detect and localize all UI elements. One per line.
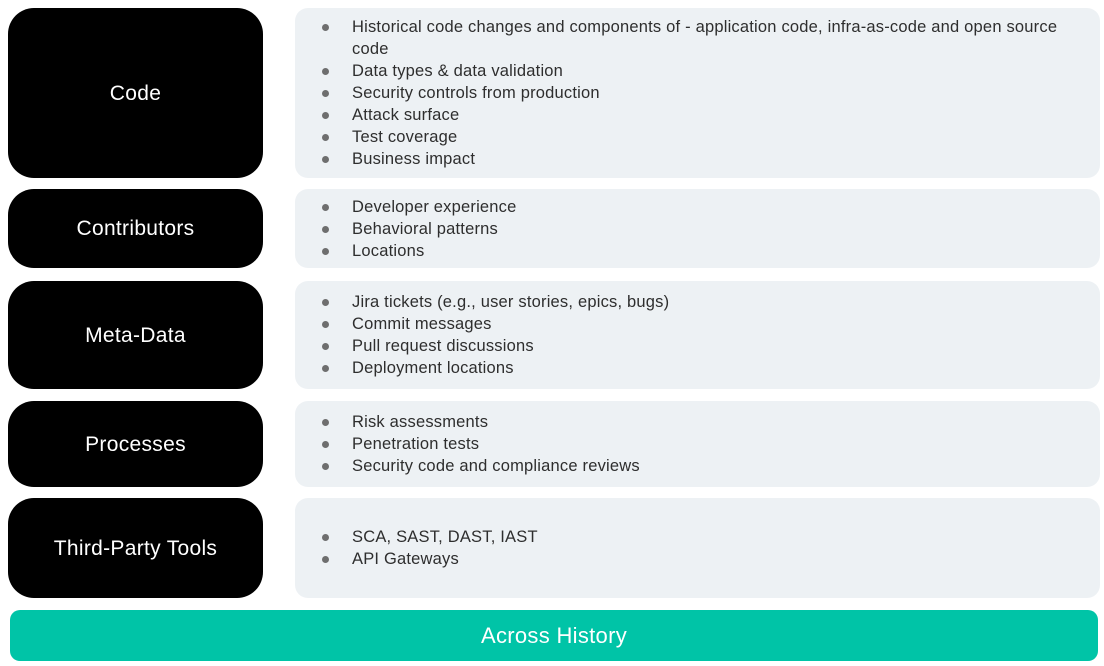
bullet-icon [322, 203, 329, 211]
bullet-icon [322, 343, 329, 350]
bullet-icon [322, 419, 329, 426]
bullet-icon [322, 225, 329, 233]
bullet-icon [322, 247, 329, 255]
bullet-icon [322, 156, 329, 163]
bullet-item: Historical code changes and components o… [322, 16, 1076, 60]
bullet-list: SCA, SAST, DAST, IAST API Gateways [322, 526, 1076, 570]
bullet-item: Behavioral patterns [322, 218, 1076, 240]
bullet-text: Business impact [352, 150, 476, 168]
bullet-icon [322, 534, 329, 541]
bullet-item: Commit messages [322, 313, 1076, 335]
category-label: Processes [85, 432, 186, 456]
bullet-item: Security controls from production [322, 82, 1076, 104]
bullet-text: Pull request discussions [352, 337, 534, 355]
bullet-item: Pull request discussions [322, 335, 1076, 357]
detail-panel-meta-data: Jira tickets (e.g., user stories, epics,… [295, 281, 1100, 389]
bullet-item: Locations [322, 240, 1076, 262]
category-label: Meta-Data [85, 323, 186, 347]
bullet-icon [322, 112, 329, 119]
bullet-item: Test coverage [322, 126, 1076, 148]
category-box-contributors: Contributors [8, 189, 263, 268]
bullet-text: Data types & data validation [352, 62, 564, 80]
category-box-code: Code [8, 8, 263, 178]
bullet-text: Developer experience [352, 197, 517, 216]
across-history-banner: Across History [10, 610, 1098, 661]
category-box-third-party-tools: Third-Party Tools [8, 498, 263, 598]
bullet-icon [322, 68, 329, 75]
bullet-item: Developer experience [322, 196, 1076, 218]
bullet-text: Risk assessments [352, 413, 489, 431]
bullet-icon [322, 321, 329, 328]
row-code: Code Historical code changes and compone… [8, 8, 1100, 178]
bullet-item: API Gateways [322, 548, 1076, 570]
bullet-text: Historical code changes and components o… [352, 18, 1058, 58]
bullet-icon [322, 24, 329, 31]
category-label: Third-Party Tools [53, 536, 218, 560]
bullet-text: Test coverage [352, 128, 458, 146]
bullet-text: API Gateways [352, 550, 459, 568]
row-meta-data: Meta-Data Jira tickets (e.g., user stori… [8, 281, 1100, 389]
bullet-icon [322, 441, 329, 448]
bullet-text: Deployment locations [352, 359, 514, 377]
detail-panel-third-party-tools: SCA, SAST, DAST, IAST API Gateways [295, 498, 1100, 598]
bullet-item: Attack surface [322, 104, 1076, 126]
bullet-icon [322, 463, 329, 470]
category-label: Code [109, 81, 162, 105]
bullet-icon [322, 90, 329, 97]
bullet-text: Jira tickets (e.g., user stories, epics,… [352, 293, 670, 311]
bullet-item: Business impact [322, 148, 1076, 170]
bullet-list: Jira tickets (e.g., user stories, epics,… [322, 291, 1076, 379]
bullet-icon [322, 299, 329, 306]
bullet-text: Security code and compliance reviews [352, 457, 640, 475]
category-box-meta-data: Meta-Data [8, 281, 263, 389]
bullet-item: Data types & data validation [322, 60, 1076, 82]
bullet-item: SCA, SAST, DAST, IAST [322, 526, 1076, 548]
bullet-icon [322, 556, 329, 563]
bullet-item: Penetration tests [322, 433, 1076, 455]
bullet-text: SCA, SAST, DAST, IAST [352, 528, 538, 546]
across-history-label: Across History [481, 622, 627, 648]
bullet-text: Locations [352, 241, 425, 260]
bullet-text: Commit messages [352, 315, 492, 333]
row-third-party-tools: Third-Party Tools SCA, SAST, DAST, IAST A… [8, 498, 1100, 598]
bullet-list: Historical code changes and components o… [322, 16, 1076, 170]
category-box-processes: Processes [8, 401, 263, 487]
detail-panel-code: Historical code changes and components o… [295, 8, 1100, 178]
bullet-text: Security controls from production [352, 84, 600, 102]
bullet-text: Penetration tests [352, 435, 480, 453]
bullet-item: Deployment locations [322, 357, 1076, 379]
category-label: Contributors [76, 217, 195, 240]
bullet-text: Behavioral patterns [352, 219, 498, 238]
bullet-item: Jira tickets (e.g., user stories, epics,… [322, 291, 1076, 313]
bullet-icon [322, 134, 329, 141]
bullet-text: Attack surface [352, 106, 460, 124]
bullet-icon [322, 365, 329, 372]
bullet-item: Security code and compliance reviews [322, 455, 1076, 477]
bullet-item: Risk assessments [322, 411, 1076, 433]
